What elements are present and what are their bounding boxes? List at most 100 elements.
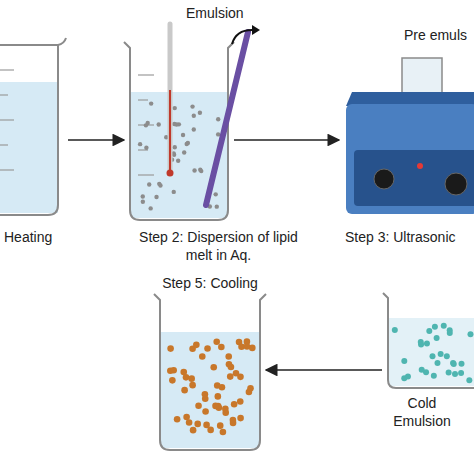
droplet (430, 353, 436, 359)
liquid (161, 332, 259, 448)
droplet (237, 415, 244, 422)
droplet (202, 408, 209, 415)
droplet (183, 374, 190, 381)
graduation (0, 70, 14, 170)
flow-arrow (234, 139, 339, 141)
droplet (213, 338, 220, 345)
droplet (141, 194, 145, 198)
bath-top (346, 92, 474, 106)
droplet (220, 429, 227, 436)
rotation-arrow (232, 30, 252, 44)
droplet (215, 204, 219, 208)
droplet (226, 361, 233, 368)
droplet (173, 106, 177, 110)
droplet (202, 391, 209, 398)
droplet (237, 398, 244, 405)
droplet (172, 190, 176, 194)
glass (124, 42, 234, 220)
droplet (431, 373, 437, 379)
droplet (148, 206, 152, 210)
graduation (138, 75, 154, 175)
process-step: Step 5: Cooling (160, 300, 260, 450)
droplet (405, 374, 411, 380)
droplet (167, 345, 174, 352)
step-caption: Step 2: Dispersion of lipid melt in Aq. (126, 228, 311, 264)
flow-arrow (266, 369, 382, 371)
glass (383, 293, 474, 388)
droplet (467, 331, 473, 337)
droplet (192, 168, 196, 172)
step-caption: Step 3: Ultrasonic (345, 228, 474, 246)
droplet (157, 182, 161, 186)
droplet (144, 146, 148, 150)
droplet (446, 369, 452, 375)
droplet (204, 345, 211, 352)
droplet (210, 364, 217, 371)
nanoparticles (167, 338, 256, 435)
droplet (157, 122, 161, 126)
liquid (389, 318, 474, 386)
thermometer (168, 24, 173, 172)
process-step: Cold Emulsion (388, 298, 474, 388)
droplet (190, 104, 194, 108)
droplet (186, 141, 190, 145)
step-caption: Cold Emulsion (386, 394, 458, 430)
thermometer-bulb (167, 170, 174, 177)
droplet (182, 150, 186, 154)
droplet (458, 370, 464, 376)
droplet (230, 420, 237, 427)
process-step: Step 2: Dispersion of lipid melt in Aq. (130, 48, 228, 220)
droplet (222, 406, 229, 413)
droplet (444, 353, 450, 359)
droplet (174, 122, 178, 126)
liquid (0, 82, 58, 213)
droplet (434, 360, 440, 366)
droplet (225, 353, 232, 360)
droplet (188, 375, 195, 382)
droplet (401, 358, 407, 364)
control-panel (354, 150, 474, 206)
droplet (181, 387, 188, 394)
droplet (452, 371, 458, 377)
droplet (227, 373, 234, 380)
step-label: Pre emuls (404, 26, 467, 44)
droplet (198, 111, 202, 115)
droplet (203, 422, 210, 429)
droplet (198, 168, 202, 172)
droplet (199, 353, 206, 360)
droplet (466, 377, 472, 383)
beaker-heating (0, 38, 66, 215)
droplet (426, 328, 432, 334)
droplet (216, 117, 220, 121)
droplet (231, 401, 238, 408)
droplet (441, 323, 447, 329)
droplet (217, 422, 224, 429)
step-caption: Step 5: Cooling (140, 274, 280, 292)
droplet (174, 416, 181, 423)
thermometer-mercury (169, 90, 171, 172)
glass (0, 38, 66, 215)
knob (445, 173, 467, 195)
liquid (131, 92, 227, 218)
droplet (149, 101, 153, 105)
droplet (192, 127, 196, 131)
ultrasonic-bath (346, 58, 474, 214)
bath-body (346, 104, 474, 214)
droplet (434, 335, 440, 341)
droplet (192, 113, 196, 117)
droplet (450, 360, 456, 366)
step-caption: Heating (4, 228, 74, 246)
droplet (244, 343, 251, 350)
droplet (418, 339, 424, 345)
droplet (193, 342, 200, 349)
droplet (181, 133, 185, 137)
droplet (432, 324, 438, 330)
droplet (186, 419, 193, 426)
rotation-arrowhead (252, 25, 260, 35)
glass (154, 294, 266, 450)
droplet (212, 403, 219, 410)
droplet (447, 330, 453, 336)
droplet (424, 340, 430, 346)
droplet (423, 369, 429, 375)
